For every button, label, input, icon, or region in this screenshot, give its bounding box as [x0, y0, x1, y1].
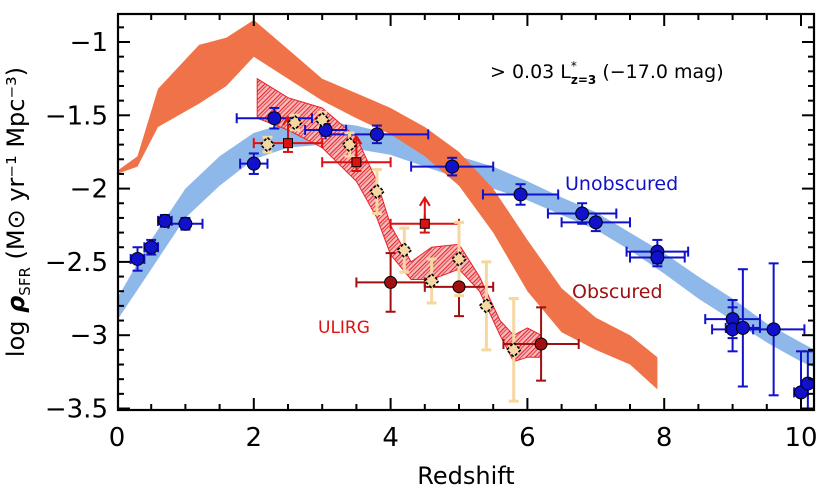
ulirg-label: ULIRG [318, 318, 370, 338]
data-point-circle [534, 337, 548, 351]
y-tick-label: −1 [70, 28, 108, 58]
data-point-circle [246, 156, 261, 171]
data-point-circle [144, 240, 159, 255]
data-point-diamond [368, 183, 386, 200]
data-point-diamond [450, 250, 468, 268]
data-point-diamond [314, 111, 331, 128]
luminosity-cut-annotation: > 0.03 L*z=3 (−17.0 mag) [490, 59, 724, 87]
markers-layer [130, 111, 814, 400]
data-point-diamond [396, 242, 413, 259]
data-point-circle [800, 376, 814, 391]
y-axis-title: log ρSFR (M⊙ yr⁻¹ Mpc⁻³) [2, 67, 34, 357]
x-tick-label: 2 [246, 423, 263, 453]
y-axis-ticks: −1 −1.5 −2 −2.5 −3 −3.5 [45, 26, 814, 425]
x-tick-label: 8 [656, 423, 673, 453]
y-tick-label: −2 [70, 175, 108, 205]
data-point-circle [452, 280, 466, 294]
y-tick-label: −3.5 [45, 395, 108, 425]
lower-limit-arrowhead [418, 195, 431, 207]
x-tick-label: 0 [109, 423, 126, 453]
data-point-circle [735, 320, 750, 335]
x-axis-ticks: 0 2 4 6 8 10 [109, 14, 818, 453]
data-point-circle [445, 159, 460, 174]
data-point-diamond [286, 114, 303, 131]
data-point-circle [384, 275, 398, 289]
data-point-square [419, 218, 430, 229]
obscured-label: Obscured [572, 281, 663, 303]
data-point-diamond [259, 136, 276, 153]
data-point-circle [157, 213, 172, 228]
data-point-circle [130, 251, 145, 266]
data-point-circle [513, 187, 528, 202]
x-tick-label: 4 [382, 423, 399, 453]
data-point-circle [650, 250, 665, 265]
data-point-square [351, 157, 362, 168]
data-point-circle [575, 206, 590, 221]
data-point-circle [588, 215, 603, 230]
data-point-circle [267, 111, 282, 126]
plot-frame [116, 12, 816, 412]
x-axis-title: Redshift [417, 462, 514, 490]
data-point-circle [766, 322, 781, 337]
data-point-square [283, 138, 293, 149]
y-tick-label: −3 [70, 321, 108, 351]
unobscured-label: Unobscured [565, 173, 678, 195]
data-point-diamond [341, 136, 358, 153]
data-point-diamond [478, 297, 495, 315]
y-tick-label: −2.5 [45, 248, 108, 278]
data-point-diamond [423, 272, 440, 290]
obscured-band [118, 20, 658, 390]
data-point-circle [178, 216, 193, 231]
data-point-diamond [505, 341, 522, 358]
x-tick-label: 10 [784, 423, 817, 453]
x-tick-label: 6 [519, 423, 536, 453]
unobscured-band [118, 121, 814, 368]
y-tick-label: −1.5 [45, 101, 108, 131]
data-point-circle [369, 127, 384, 142]
